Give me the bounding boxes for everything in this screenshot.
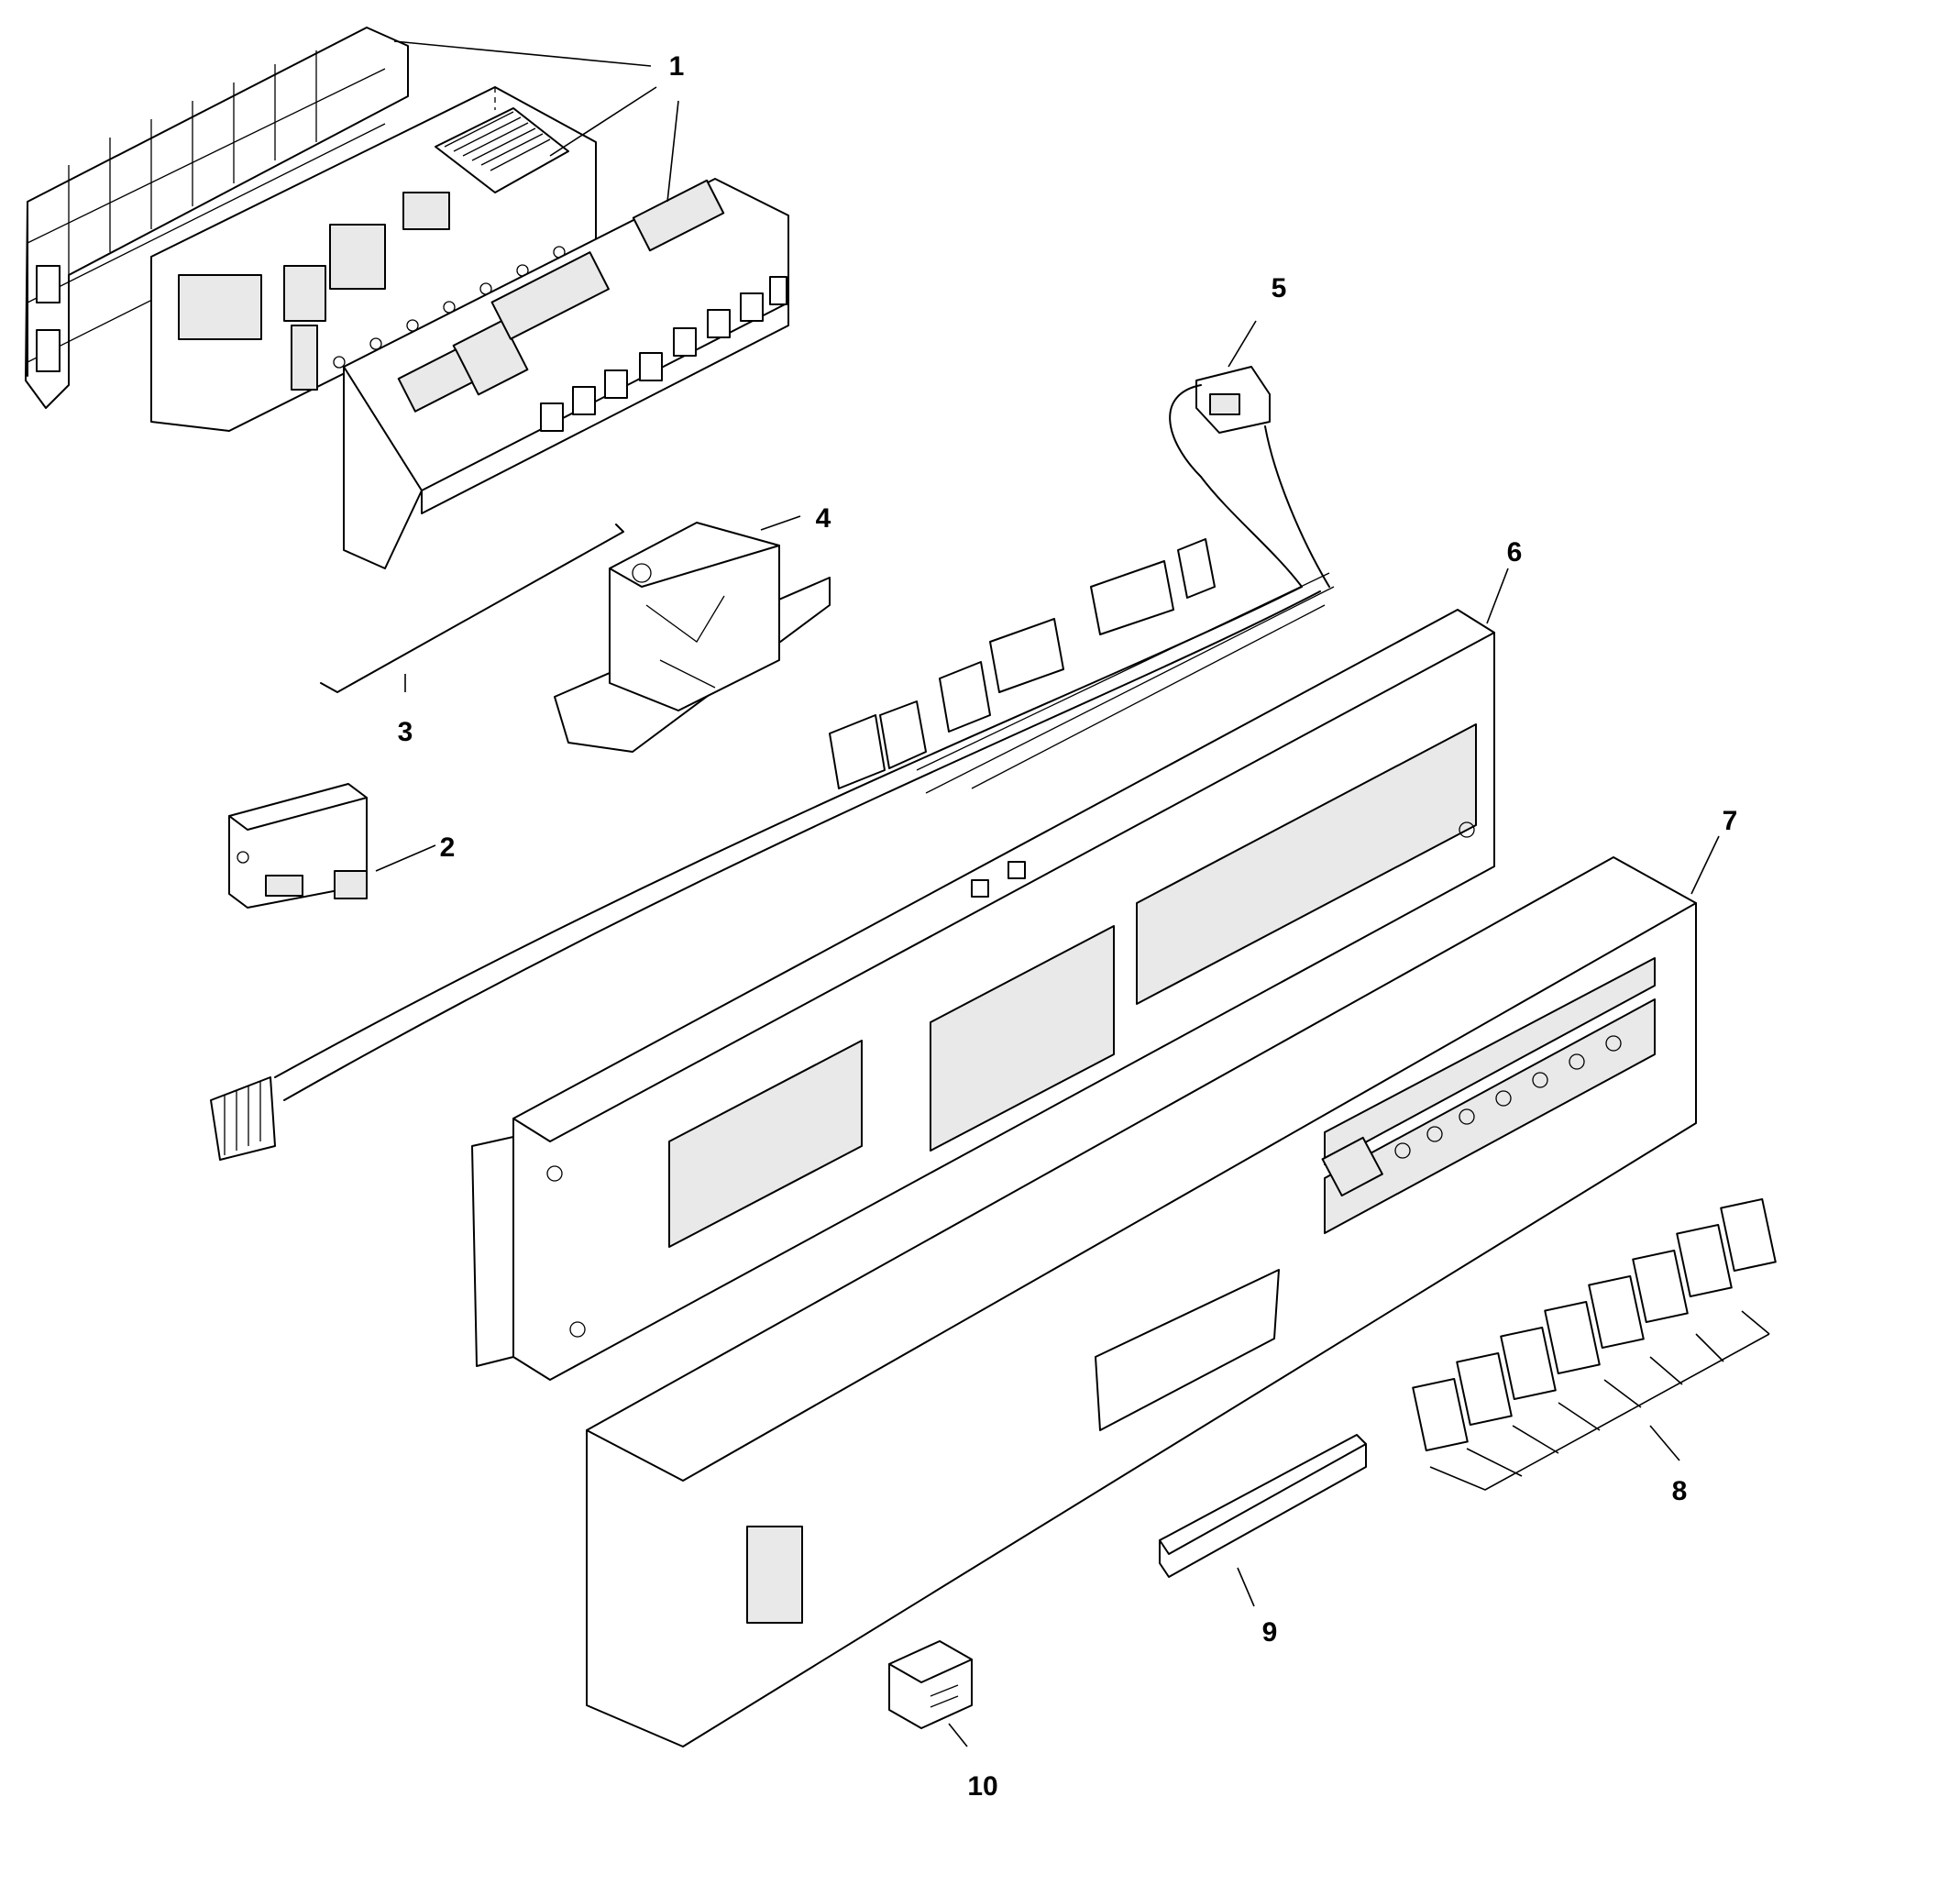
harness-connectors <box>829 538 1216 789</box>
part-7-front-panel <box>586 856 1697 1747</box>
part-3-rod <box>320 524 624 693</box>
callout-3: 3 <box>398 717 413 747</box>
callout-8: 8 <box>1672 1476 1688 1506</box>
part-6-inner-frame <box>471 609 1495 1381</box>
part-5-wiring-harness <box>210 366 1335 1161</box>
housing-buttons <box>540 276 787 432</box>
module-circuit-board <box>150 86 597 432</box>
module-switch-housing <box>343 178 789 569</box>
callout-4: 4 <box>816 503 831 534</box>
callout-7: 7 <box>1723 806 1738 836</box>
part-2-switch <box>228 783 368 909</box>
callout-9: 9 <box>1262 1617 1278 1648</box>
part-8-push-buttons <box>1412 1197 1777 1491</box>
part-4-bracket <box>554 522 831 753</box>
part-1-control-module <box>25 27 789 569</box>
leader-lines <box>375 40 1720 1747</box>
module-rear-frame <box>25 27 409 409</box>
callout-labels: 1 2 3 4 5 6 7 8 9 10 <box>398 51 1738 1802</box>
part-9-trim-strip <box>1159 1434 1367 1578</box>
callout-1: 1 <box>669 51 685 82</box>
callout-5: 5 <box>1272 273 1287 303</box>
panel-indicator-holes <box>1394 1035 1622 1159</box>
callout-2: 2 <box>440 832 456 863</box>
callout-10: 10 <box>967 1771 997 1802</box>
callout-6: 6 <box>1507 537 1523 568</box>
part-10-knob <box>888 1640 973 1729</box>
